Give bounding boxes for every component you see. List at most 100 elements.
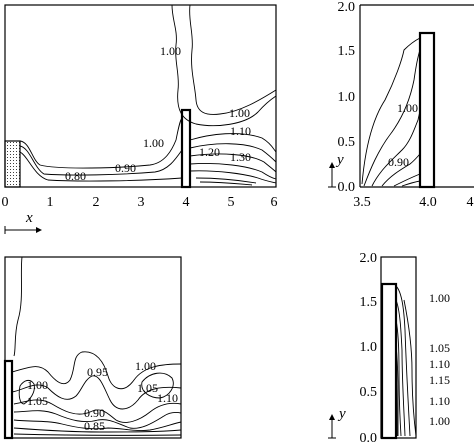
contour-line (13, 419, 182, 431)
contour-label: 1.00 (160, 44, 181, 58)
x-axis-label: x (25, 210, 33, 226)
contour-label: 1.10 (429, 357, 450, 371)
contour-label: 1.00 (27, 378, 48, 392)
x-tick-label: 4 (467, 195, 474, 210)
contour-line (19, 151, 183, 182)
contour-labels: 1.00 1.05 1.10 1.15 1.10 1.00 (429, 291, 450, 428)
contour-line (395, 344, 399, 436)
contour-label: 1.30 (230, 150, 251, 164)
panel-bottom-right: 1.00 1.05 1.10 1.15 1.10 1.00 0.0 0.5 1.… (328, 251, 450, 443)
y-tick-label: 1.5 (338, 44, 356, 59)
contour-label: 1.05 (27, 394, 48, 408)
contour-line (403, 299, 417, 437)
contour-line (189, 143, 277, 163)
y-tick-label: 1.5 (360, 295, 378, 310)
x-tick-label: 4 (183, 195, 190, 210)
contour-line (19, 117, 183, 169)
contour-label: 1.00 (143, 136, 164, 150)
contour-labels: 1.00 1.00 1.00 1.10 1.20 1.30 0.90 0.80 (65, 44, 251, 183)
obstacle (180, 108, 192, 189)
contour-label: 1.10 (230, 124, 251, 138)
contour-labels: 1.00 0.90 (388, 101, 418, 169)
panel-top-left: 1.00 1.00 1.00 1.10 1.20 1.30 0.90 0.80 … (2, 4, 278, 234)
contour-line (195, 177, 257, 184)
contour-label: 1.00 (429, 291, 450, 305)
y-tick-label: 2.0 (360, 251, 378, 266)
contour-line (13, 399, 182, 423)
contour-label: 1.15 (429, 373, 450, 387)
contour-line (371, 109, 421, 187)
contour-line (393, 173, 421, 187)
y-direction-arrow-icon (328, 162, 336, 188)
y-tick-label: 0.5 (338, 135, 356, 150)
x-tick-label: 5 (228, 195, 235, 210)
contour-labels: 0.95 1.00 1.00 1.05 1.05 1.10 0.90 0.85 (27, 359, 178, 433)
contour-label: 1.00 (397, 101, 418, 115)
contour-label: 1.05 (137, 381, 158, 395)
x-tick-label: 4.0 (419, 195, 437, 210)
x-tick-label: 1 (47, 195, 54, 210)
contour-line (189, 163, 277, 180)
panel-bottom-left: 0.95 1.00 1.00 1.05 1.05 1.10 0.90 0.85 (3, 256, 182, 440)
contour-label: 1.00 (429, 414, 450, 428)
contour-lines (395, 285, 417, 437)
contour-label: 0.90 (388, 155, 409, 169)
contour-line (13, 256, 23, 357)
contour-line (189, 153, 277, 173)
contour-line (18, 379, 35, 405)
y-axis-label: y (335, 152, 344, 168)
contour-label: 0.80 (65, 169, 86, 183)
contour-label: 1.10 (157, 391, 178, 405)
y-direction-arrow-icon (328, 414, 336, 439)
y-tick-label: 2.0 (338, 0, 356, 15)
panel-frame (4, 256, 182, 439)
contour-label: 0.90 (84, 406, 105, 420)
contour-label: 1.00 (229, 106, 250, 120)
x-tick-label: 0 (2, 195, 9, 210)
contour-label: 0.95 (87, 365, 108, 379)
contour-line (363, 49, 421, 187)
contour-label: 1.00 (135, 359, 156, 373)
contour-line (11, 351, 182, 390)
contour-line (401, 180, 421, 187)
y-axis: 0.0 0.5 1.0 1.5 2.0 y (328, 251, 377, 443)
x-tick-label: 3.5 (353, 195, 371, 210)
contour-line (361, 37, 421, 185)
x-axis: 3.5 4.0 4 (353, 195, 473, 210)
contour-line (19, 145, 183, 176)
x-tick-label: 6 (271, 195, 278, 210)
contour-line (381, 153, 421, 187)
y-tick-label: 0.0 (360, 431, 378, 443)
contour-line (395, 369, 398, 437)
y-tick-label: 0.5 (360, 385, 378, 400)
panel-top-right: 1.00 0.90 0.0 0.5 1.0 1.5 2.0 y 3.5 4.0 … (328, 0, 474, 210)
x-axis: 0 1 2 3 4 5 6 x (2, 195, 278, 234)
contour-line (13, 433, 182, 436)
x-direction-arrow-icon (4, 226, 42, 234)
y-axis-label: y (337, 406, 346, 422)
contour-label: 1.05 (429, 341, 450, 355)
y-tick-label: 0.0 (338, 180, 356, 195)
obstacle (418, 31, 436, 189)
contour-line (199, 181, 253, 186)
y-tick-label: 1.0 (338, 90, 356, 105)
x-tick-label: 3 (138, 195, 145, 210)
x-tick-label: 2 (93, 195, 100, 210)
contour-lines (19, 4, 277, 186)
y-axis: 0.0 0.5 1.0 1.5 2.0 y (328, 0, 355, 195)
contour-line (13, 427, 182, 433)
contour-label: 0.85 (84, 419, 105, 433)
contour-line (141, 372, 174, 399)
contour-line (11, 375, 182, 410)
contour-line (395, 299, 406, 437)
contour-line (189, 4, 277, 115)
contour-lines (361, 37, 421, 187)
contour-lines (11, 256, 182, 436)
contour-line (13, 410, 182, 429)
contour-line (395, 285, 411, 437)
contour-line (395, 319, 402, 437)
contour-line (189, 170, 277, 184)
contour-line (171, 4, 277, 127)
contour-label: 1.20 (199, 145, 220, 159)
